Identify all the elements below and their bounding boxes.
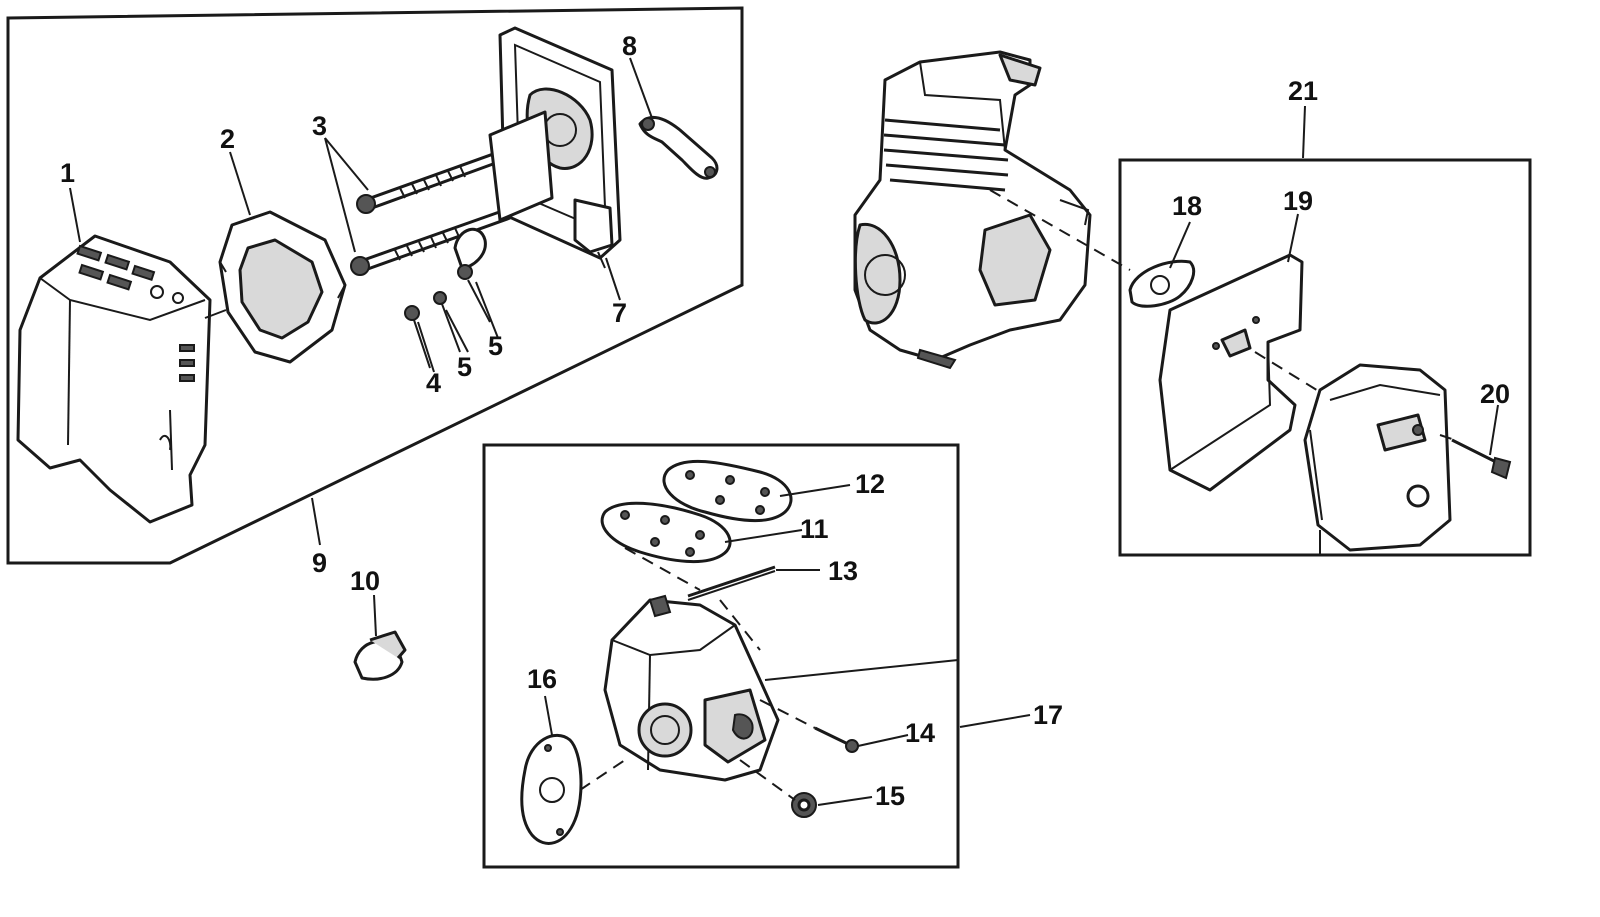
callout-5a: 5 — [457, 352, 472, 382]
air-filter-assembly-group — [6, 6, 744, 565]
air-filter-leaders — [69, 57, 653, 546]
primer-bulb[interactable] — [353, 594, 407, 681]
carburetor-nut[interactable] — [791, 792, 817, 818]
muffler-leaders — [1169, 105, 1499, 555]
callout-10: 10 — [350, 566, 380, 596]
air-filter-cover[interactable] — [16, 234, 212, 524]
callout-9: 9 — [312, 548, 327, 578]
callout-4: 4 — [426, 368, 441, 398]
callout-19: 19 — [1283, 186, 1313, 216]
carburetor-body[interactable] — [603, 594, 780, 782]
muffler-assembly-group — [1118, 105, 1532, 557]
mounting-studs[interactable] — [350, 146, 516, 276]
callout-14: 14 — [905, 718, 935, 748]
muffler-group-frame — [1118, 158, 1532, 557]
carburetor-cover-plate[interactable] — [662, 459, 793, 523]
muffler-body[interactable] — [1303, 363, 1452, 552]
muffler-bolt[interactable] — [1451, 438, 1512, 480]
callout-8: 8 — [622, 31, 637, 61]
callout-18: 18 — [1172, 191, 1202, 221]
callout-11: 11 — [800, 514, 829, 544]
carburetor-assembly-group — [482, 443, 1031, 869]
callout-12: 12 — [855, 469, 885, 499]
muffler-gasket[interactable] — [1128, 259, 1196, 308]
callout-1: 1 — [60, 158, 75, 188]
small-hardware[interactable] — [404, 227, 491, 369]
air-filter-element[interactable] — [218, 210, 347, 364]
carburetor-diaphragm[interactable] — [600, 501, 732, 564]
carburetor-adapter-plate[interactable] — [488, 26, 622, 269]
callout-16: 16 — [527, 664, 557, 694]
callout-15: 15 — [875, 781, 905, 811]
carburetor-gasket[interactable] — [520, 733, 583, 845]
carburetor-group-frame — [482, 443, 960, 869]
carburetor-pin[interactable] — [687, 565, 776, 601]
callout-labels: 1 2 3 4 5 5 7 8 9 10 11 12 13 14 15 16 1… — [60, 31, 1510, 811]
callout-21: 21 — [1288, 76, 1318, 106]
carburetor-leaders — [544, 484, 1031, 806]
callout-13: 13 — [828, 556, 858, 586]
engine-block — [853, 50, 1131, 370]
choke-lever[interactable] — [638, 115, 719, 180]
heat-shield[interactable] — [1158, 253, 1304, 492]
air-filter-group-frame — [6, 6, 744, 565]
callout-2: 2 — [220, 124, 235, 154]
callout-17: 17 — [1033, 700, 1063, 730]
callout-3: 3 — [312, 111, 327, 141]
callout-20: 20 — [1480, 379, 1510, 409]
callout-7: 7 — [612, 298, 627, 328]
carburetor-screw[interactable] — [814, 726, 859, 753]
callout-5b: 5 — [488, 331, 503, 361]
